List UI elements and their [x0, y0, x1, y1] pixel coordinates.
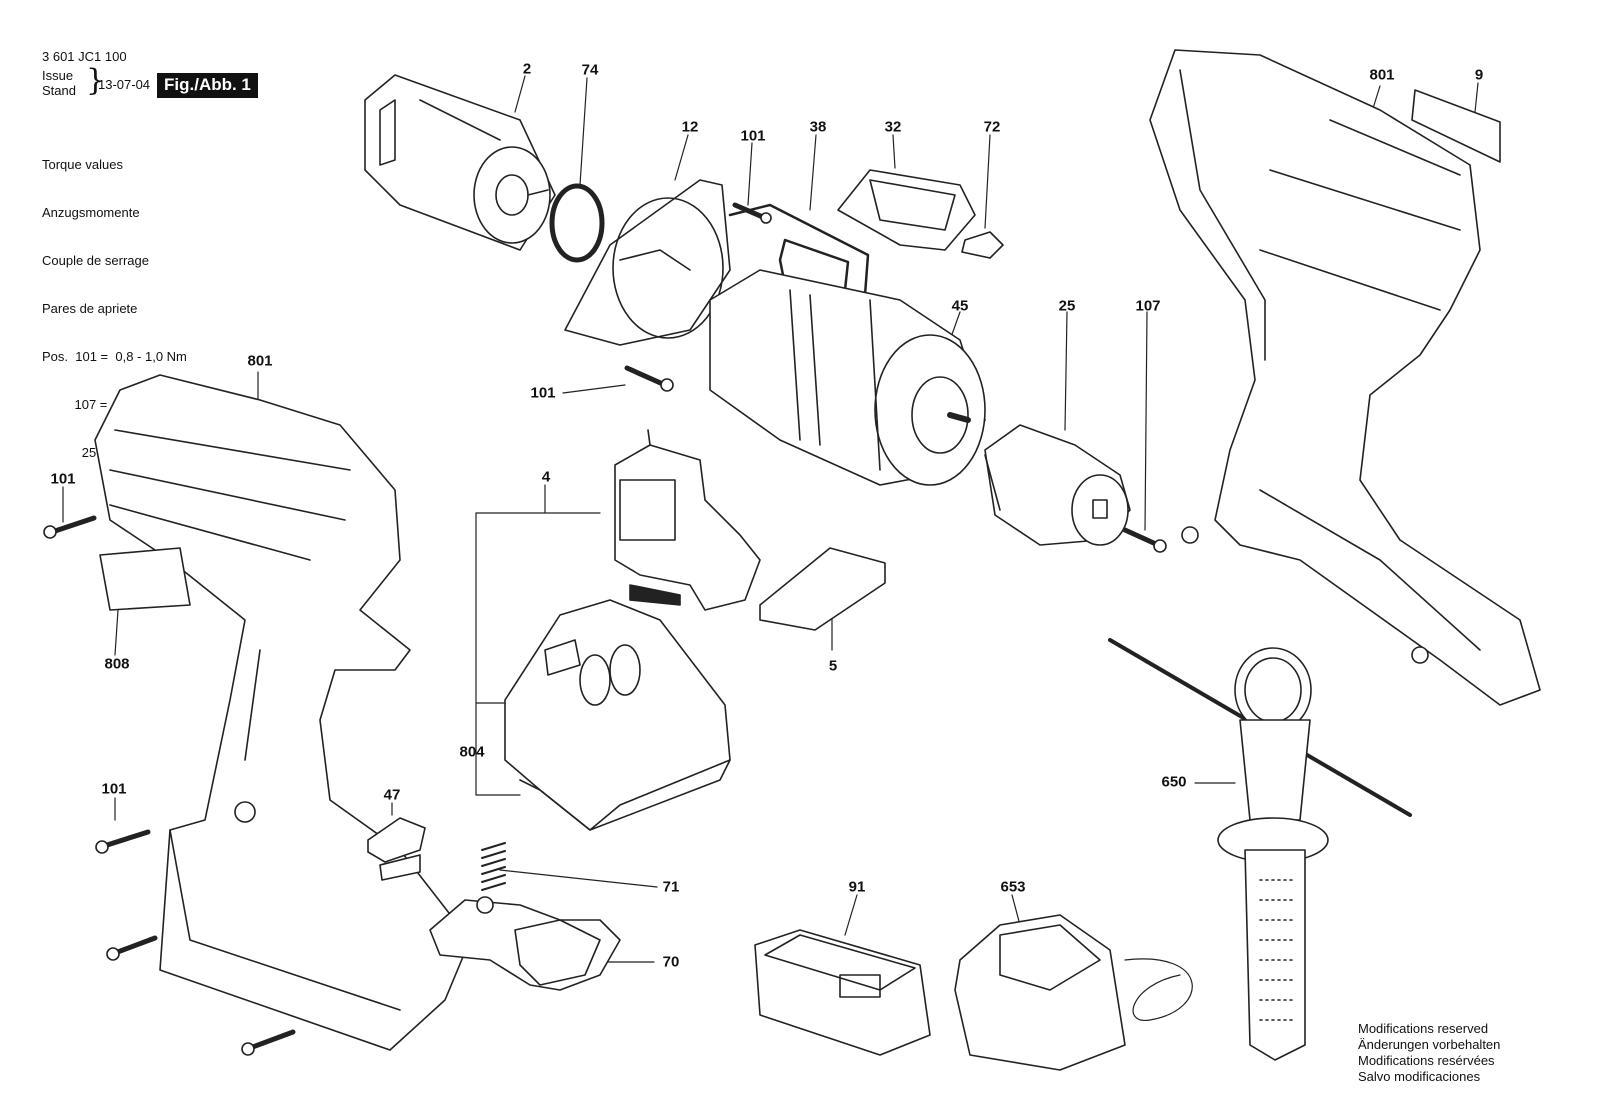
label-part-5: 5 — [828, 657, 838, 675]
brace-glyph: } — [86, 63, 106, 98]
screw-part-101-a — [732, 202, 772, 224]
label-part-9: 9 — [1474, 66, 1484, 84]
label-part-25: 25 — [1058, 297, 1076, 315]
label-part-653: 653 — [1000, 878, 1026, 896]
label-part-4: 4 — [541, 468, 551, 486]
motor-part-2 — [364, 74, 556, 251]
electronics-module-part-804 — [504, 599, 731, 831]
label-part-45: 45 — [951, 297, 969, 315]
torque-values-block: Torque values Anzugsmomente Couple de se… — [42, 125, 187, 493]
label-part-801-right: 801 — [1369, 66, 1395, 84]
mods-es: Salvo modificaciones — [1358, 1069, 1481, 1084]
label-part-12: 12 — [681, 118, 699, 136]
mods-en: Modifications reserved — [1358, 1021, 1489, 1036]
label-part-801-left: 801 — [247, 352, 273, 370]
label-part-101-b: 101 — [50, 470, 76, 488]
label-part-72: 72 — [983, 118, 1001, 136]
label-part-101-a: 101 — [740, 127, 766, 145]
label-part-32: 32 — [884, 118, 902, 136]
charger-part-653 — [954, 914, 1193, 1071]
label-part-74: 74 — [581, 61, 599, 79]
label-part-38: 38 — [809, 118, 827, 136]
issue-label: Issue — [42, 68, 74, 83]
slide-switch-part-32 — [837, 169, 976, 251]
label-part-47: 47 — [383, 786, 401, 804]
torque-title-en: Torque values — [42, 157, 123, 172]
gearbox-part-45 — [709, 269, 986, 486]
spring-part-71 — [481, 842, 506, 891]
label-part-2: 2 — [522, 60, 532, 78]
screw-part-101-d — [95, 829, 151, 854]
torque-title-fr: Couple de serrage — [42, 253, 149, 268]
screw-part-101-c — [624, 365, 674, 392]
nameplate-part-9 — [1411, 89, 1501, 163]
slide-part-5 — [759, 547, 886, 631]
clip-part-72 — [961, 231, 1004, 259]
label-part-107: 107 — [1135, 297, 1161, 315]
label-part-804: 804 — [459, 743, 485, 761]
switch-part-4 — [614, 429, 761, 611]
modifications-note: Modifications reserved Änderungen vorbeh… — [1358, 1021, 1500, 1085]
label-sheet-part-808 — [99, 547, 191, 611]
issue-date: 13-07-04 — [98, 77, 151, 92]
screw-part-101-b — [43, 515, 97, 539]
screw-extra-1 — [106, 935, 158, 961]
issue-stand-labels: Issue Stand — [42, 68, 76, 98]
label-part-650: 650 — [1161, 773, 1187, 791]
part-number: 3 601 JC1 100 — [42, 49, 127, 64]
mods-fr: Modifications resérvées — [1358, 1053, 1495, 1068]
stand-label: Stand — [42, 83, 76, 98]
torque-title-de: Anzugsmomente — [42, 205, 140, 220]
battery-latch-part-70 — [429, 896, 621, 991]
side-handle-part-650 — [1108, 638, 1412, 1061]
label-part-70: 70 — [662, 953, 680, 971]
label-part-101-c: 101 — [530, 384, 556, 402]
battery-part-91 — [754, 929, 931, 1056]
housing-half-part-801-left — [94, 374, 471, 1051]
screw-part-107 — [1122, 527, 1167, 553]
housing-half-part-801-right — [1149, 49, 1541, 706]
screw-extra-2 — [241, 1029, 296, 1056]
label-part-808: 808 — [104, 655, 130, 673]
label-part-71: 71 — [662, 878, 680, 896]
o-ring-part-74 — [549, 183, 605, 263]
gear-flange-part-12 — [564, 179, 731, 346]
figure-label: Fig./Abb. 1 — [157, 73, 258, 98]
chuck-part-25 — [984, 424, 1131, 546]
torque-title-es: Pares de apriete — [42, 301, 138, 316]
leader-lines — [62, 75, 1479, 963]
torque-row-101: Pos. 101 = 0,8 - 1,0 Nm — [42, 349, 187, 364]
label-part-91: 91 — [848, 878, 866, 896]
pad-part-47 — [367, 817, 426, 881]
mods-de: Änderungen vorbehalten — [1358, 1037, 1501, 1052]
label-part-101-d: 101 — [101, 780, 127, 798]
